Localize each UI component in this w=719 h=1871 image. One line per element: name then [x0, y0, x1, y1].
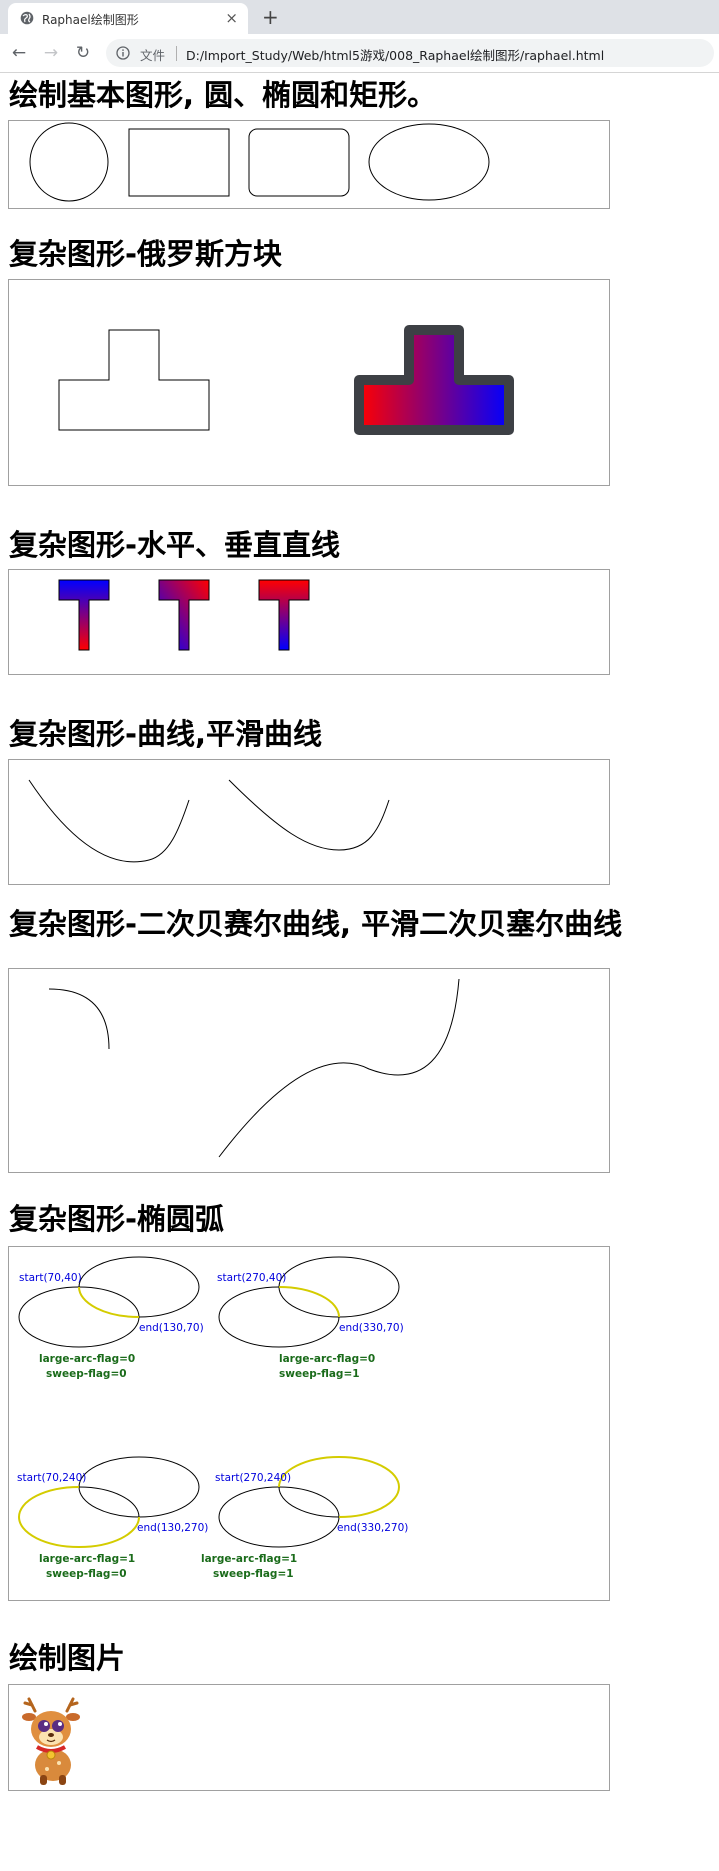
start-label: start(270,40) — [217, 1272, 286, 1284]
close-icon[interactable]: × — [225, 9, 238, 27]
flag-label: sweep-flag=1 — [213, 1568, 294, 1580]
url-text[interactable]: D:/Import_Study/Web/html5游戏/008_Raphael绘… — [186, 48, 605, 63]
forward-arrow-icon[interactable]: → — [43, 43, 59, 63]
t-shape-2 — [158, 579, 210, 651]
canvas-image — [8, 1684, 610, 1791]
flag-label: sweep-flag=1 — [279, 1368, 360, 1380]
section-title-arcs: 复杂图形-椭圆弧 — [9, 1202, 225, 1236]
tab-title: Raphael绘制图形 — [42, 13, 139, 27]
tetris-outline-shape — [58, 329, 210, 431]
rectangle-shape — [128, 128, 230, 197]
highlighted-arc — [78, 1286, 140, 1318]
tab-strip: Raphael绘制图形 × + — [0, 0, 719, 34]
end-label: end(130,70) — [139, 1322, 204, 1334]
flag-label: large-arc-flag=0 — [279, 1353, 375, 1365]
curves-svg — [28, 779, 390, 863]
end-label: end(330,70) — [339, 1322, 404, 1334]
highlighted-arc — [278, 1286, 340, 1318]
canvas-tetris — [8, 279, 610, 486]
highlighted-arc — [278, 1456, 400, 1518]
smooth-curve — [228, 779, 390, 851]
quadratic-bezier-curve — [48, 988, 110, 1050]
flag-label: large-arc-flag=1 — [39, 1553, 135, 1565]
section-title-basic-shapes: 绘制基本图形, 圆、椭圆和矩形。 — [9, 78, 437, 112]
t-shape-3 — [258, 579, 310, 651]
canvas-bezier — [8, 968, 610, 1173]
arc-ellipse — [18, 1286, 140, 1348]
reload-icon[interactable]: ↻ — [75, 43, 91, 63]
arc-ellipse — [78, 1456, 200, 1518]
circle-shape — [29, 122, 109, 202]
canvas-lines — [8, 569, 610, 675]
start-label: start(70,240) — [17, 1472, 86, 1484]
bezier-svg — [48, 978, 460, 1158]
section-title-bezier: 复杂图形-二次贝赛尔曲线, 平滑二次贝塞尔曲线 — [9, 907, 623, 941]
t-shape-1 — [58, 579, 110, 651]
rounded-rectangle-shape — [248, 128, 350, 197]
canvas-arcs: start(70,40) end(130,70) large-arc-flag=… — [8, 1246, 610, 1601]
lines-svg — [58, 579, 310, 651]
address-separator — [176, 46, 177, 61]
basic-shapes-svg — [29, 122, 490, 202]
section-title-image: 绘制图片 — [9, 1641, 126, 1675]
start-label: start(70,40) — [19, 1272, 82, 1284]
browser-tab[interactable]: Raphael绘制图形 × — [8, 3, 248, 34]
flag-label: sweep-flag=0 — [46, 1368, 127, 1380]
end-label: end(130,270) — [137, 1522, 208, 1534]
flag-label: large-arc-flag=1 — [201, 1553, 297, 1565]
image-svg — [22, 1697, 80, 1785]
smooth-quadratic-bezier-curve — [218, 978, 460, 1158]
arc-ellipse — [278, 1256, 400, 1318]
back-arrow-icon[interactable]: ← — [11, 43, 27, 63]
canvas-curves — [8, 759, 610, 885]
globe-icon — [20, 11, 34, 25]
plus-icon[interactable]: + — [262, 5, 279, 29]
address-bar[interactable]: 文件 D:/Import_Study/Web/html5游戏/008_Rapha… — [106, 39, 714, 67]
end-label: end(330,270) — [337, 1522, 408, 1534]
flag-label: large-arc-flag=0 — [39, 1353, 135, 1365]
section-title-tetris: 复杂图形-俄罗斯方块 — [9, 237, 283, 271]
highlighted-arc — [18, 1486, 140, 1548]
tetris-svg — [58, 325, 514, 435]
ellipse-shape — [368, 123, 490, 201]
toolbar: ← → ↻ 文件 D:/Import_Study/Web/html5游戏/008… — [0, 34, 719, 73]
cartoon-deer-icon — [22, 1697, 80, 1785]
canvas-basic-shapes — [8, 120, 610, 209]
address-label: 文件 — [140, 48, 166, 63]
info-icon[interactable] — [116, 46, 130, 60]
flag-label: sweep-flag=0 — [46, 1568, 127, 1580]
start-label: start(270,240) — [215, 1472, 291, 1484]
section-title-curves: 复杂图形-曲线,平滑曲线 — [9, 717, 323, 751]
cubic-curve — [28, 779, 190, 863]
tetris-gradient-shape — [354, 325, 514, 435]
arcs-svg: start(70,40) end(130,70) large-arc-flag=… — [17, 1256, 408, 1580]
section-title-lines: 复杂图形-水平、垂直直线 — [9, 528, 341, 562]
arc-ellipse — [218, 1486, 340, 1548]
